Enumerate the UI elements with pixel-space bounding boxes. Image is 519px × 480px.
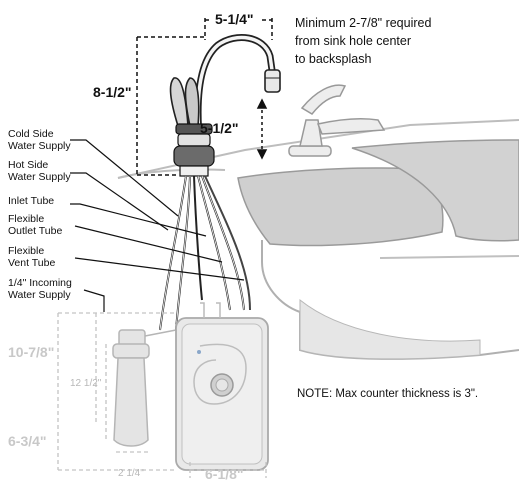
callout-label: Flexible xyxy=(8,213,44,225)
clearance-arrow xyxy=(256,98,268,160)
filter-width-dimension: 2 1/4" xyxy=(118,468,144,479)
callout-label: Flexible xyxy=(8,245,44,257)
existing-sink-faucet xyxy=(288,84,386,157)
filter-depth-dimension: 6-3/4" xyxy=(8,433,47,449)
spout-clearance-dimension: 5-1/2" xyxy=(200,120,239,136)
callout-hot-side: Hot Side Water Supply xyxy=(8,159,71,183)
minimum-clearance-note-line2: from sink hole center xyxy=(295,34,411,48)
supply-tubes xyxy=(159,175,251,331)
dispenser-faucet xyxy=(169,34,281,177)
water-filter xyxy=(112,329,177,447)
callout-label: Water Supply xyxy=(8,289,71,301)
callout-outlet-tube: Flexible Outlet Tube xyxy=(8,213,62,237)
sink-bowl-underside xyxy=(299,298,481,360)
callout-label: Water Supply xyxy=(8,140,71,152)
right-sink-basin xyxy=(351,139,519,242)
filter-height-dimension: 10-7/8" xyxy=(8,344,54,360)
callout-label: Water Supply xyxy=(8,171,71,183)
minimum-clearance-note-line1: Minimum 2-7/8" required xyxy=(295,16,431,30)
faucet-height-dimension: 8-1/2" xyxy=(93,84,132,100)
callout-inlet-tube: Inlet Tube xyxy=(8,195,54,207)
callout-label: Hot Side xyxy=(8,159,48,171)
callout-vent-tube: Flexible Vent Tube xyxy=(8,245,55,269)
dimension-lines-top xyxy=(136,18,273,176)
callout-label: Outlet Tube xyxy=(8,225,62,237)
supply-tubes-fill xyxy=(159,175,245,331)
filter-inner-height-dimension: 12 1/2" xyxy=(70,378,102,389)
minimum-clearance-note-line3: to backsplash xyxy=(295,52,371,66)
callout-label: Vent Tube xyxy=(8,257,55,269)
tank-width-dimension: 6-1/8" xyxy=(205,466,244,480)
counter-thickness-note: NOTE: Max counter thickness is 3". xyxy=(297,388,478,400)
callout-leaders xyxy=(70,139,245,312)
left-sink-basin xyxy=(237,167,444,247)
callout-label: Inlet Tube xyxy=(8,195,54,207)
callout-incoming-supply: 1/4" Incoming Water Supply xyxy=(8,277,72,301)
callout-label: Cold Side xyxy=(8,128,54,140)
callout-cold-side: Cold Side Water Supply xyxy=(8,128,71,152)
spout-reach-dimension: 5-1/4" xyxy=(215,11,254,27)
callout-label: 1/4" Incoming xyxy=(8,277,72,289)
hot-water-tank xyxy=(175,302,269,471)
dimension-lines-bottom xyxy=(57,312,267,478)
